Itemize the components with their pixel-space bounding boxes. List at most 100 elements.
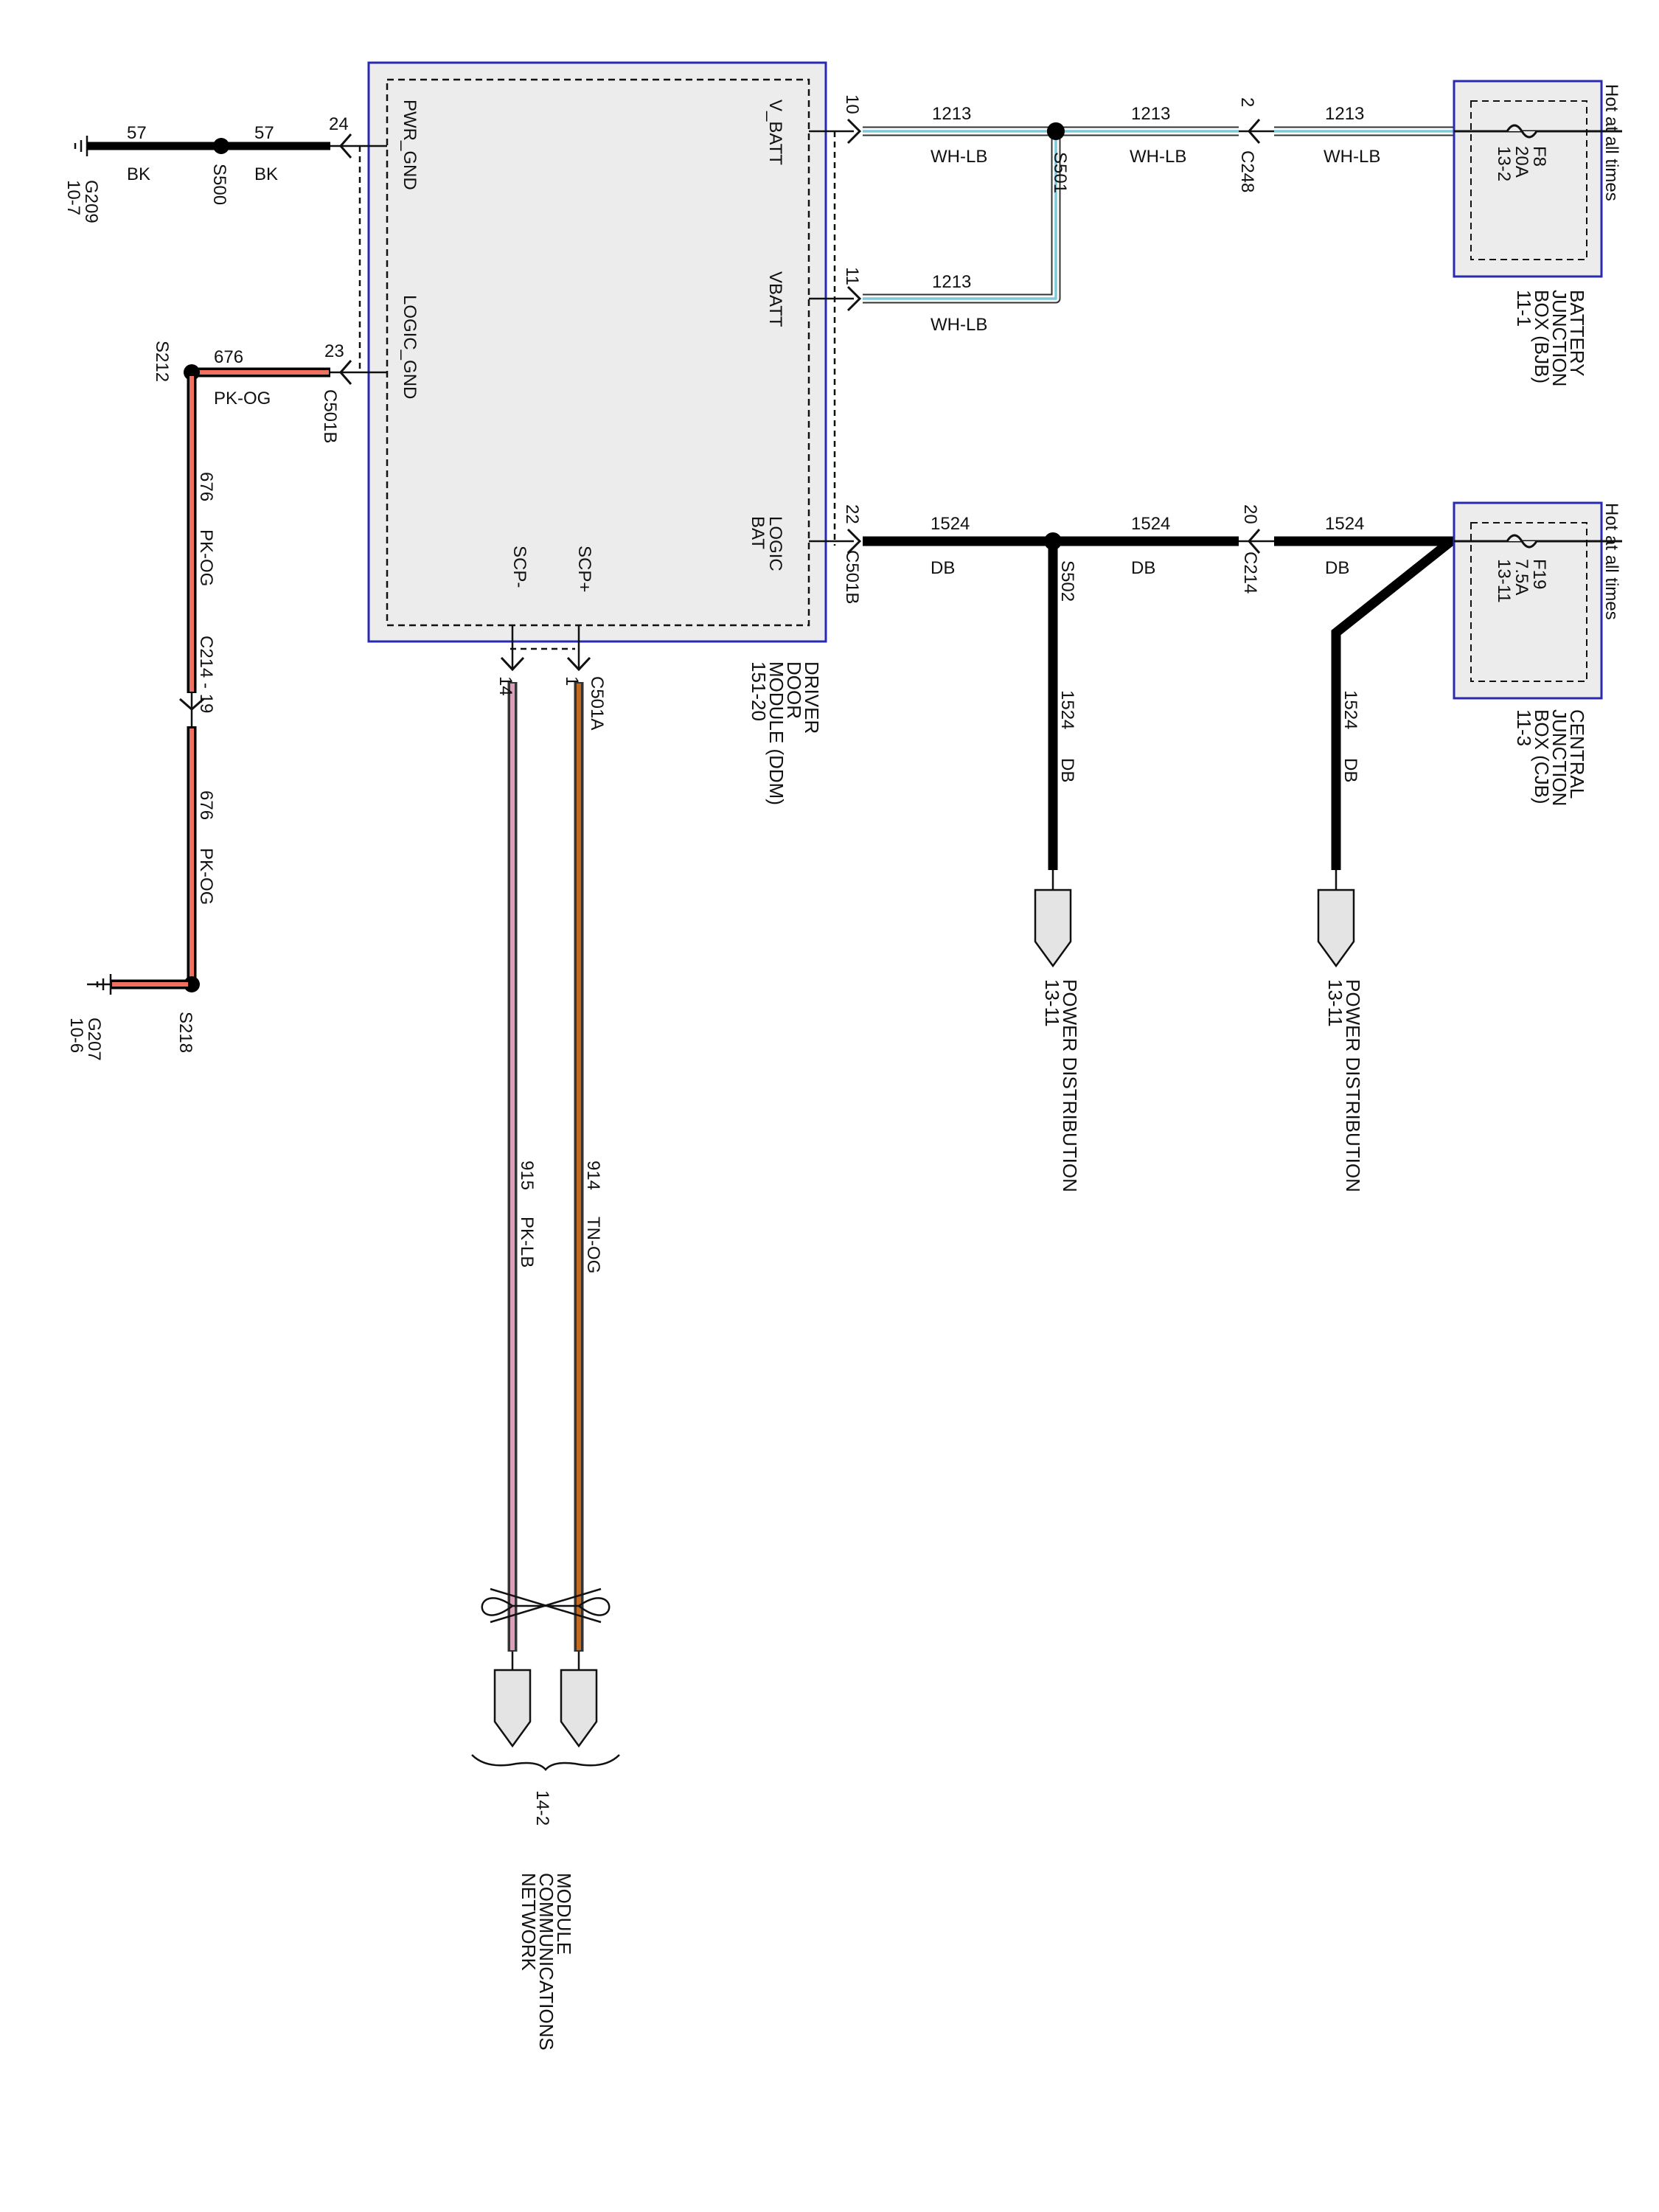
- cjb-inner-dashed: [1470, 522, 1587, 682]
- wire-57-color-b: BK: [254, 164, 278, 184]
- ground-g209-page: 10-7: [63, 180, 83, 215]
- wire-1524-branch1-circuit: 1524: [1057, 690, 1077, 729]
- fuse-f8-line-3: 13-2: [1494, 146, 1514, 181]
- wire-57-circuit-a: 57: [127, 123, 147, 143]
- ddm-pin-vbatt: VBATT: [765, 271, 785, 327]
- pin-22-label: 22: [842, 504, 862, 524]
- ddm-pin-logic-bat-1: LOGIC: [765, 516, 785, 571]
- wire-57-circuit-b: 57: [254, 123, 274, 143]
- connector-pin-11-arrow: [846, 285, 862, 312]
- network-name-line-1: MODULE: [553, 1873, 575, 1955]
- fuse-f19-line-1: F19: [1529, 559, 1549, 589]
- ground-symbol-g209: [74, 136, 88, 156]
- ddm-dashed-traces: [358, 131, 836, 650]
- bjb-box: [1453, 80, 1603, 278]
- wire-915-color: PK-LB: [517, 1217, 537, 1267]
- battery-junction-box: Hot at all times F8 20A 13-2 BATTERY JUN…: [1453, 80, 1622, 386]
- ground-symbol-g207: [87, 974, 112, 995]
- splice-s218-label: S218: [175, 1012, 195, 1053]
- wire-914-circuit: 914: [583, 1161, 603, 1190]
- fuse-f8-icon: [1506, 124, 1538, 139]
- wire-57-color-a: BK: [127, 164, 150, 184]
- power-distribution-right: POWER DISTRIBUTION 13-11: [1317, 870, 1364, 1192]
- wire-1213-a-color: WH-LB: [931, 147, 987, 167]
- wire-676-top-circuit: 676: [214, 347, 243, 367]
- terminal-power-dist-left-icon: [1034, 888, 1072, 968]
- ddm-pin-logic-bat-2: BAT: [748, 516, 768, 549]
- connector-pin-1-arrow: [566, 656, 591, 672]
- splice-s501-dot-top: [1047, 122, 1065, 140]
- ground-g207-id: G207: [84, 1018, 104, 1061]
- wire-915-circuit: 915: [517, 1161, 537, 1190]
- power-dist-right-line-2: 13-11: [1324, 979, 1346, 1027]
- ground-circuit-57: 57 BK 57 BK 24 S500 G209 10-7: [63, 114, 387, 223]
- connector-c214-20-pin: 20: [1240, 504, 1260, 524]
- bjb-inner-dashed: [1470, 100, 1587, 260]
- bjb-name-line-2: JUNCTION: [1548, 290, 1571, 386]
- splice-s500-label: S500: [209, 164, 229, 205]
- fuse-f19-line-2: 7.5A: [1512, 559, 1531, 595]
- connector-c501a-label: C501A: [587, 676, 607, 730]
- ddm-pin-pwr-gnd: PWR_GND: [400, 100, 420, 190]
- central-junction-box: Hot at all times F19 7.5A 13-11 CENTRAL …: [1453, 501, 1622, 806]
- ground-g207-page: 10-6: [66, 1018, 86, 1053]
- ddm-pin-scp-minus: SCP-: [509, 546, 529, 588]
- pin-10-label: 10: [842, 94, 862, 114]
- wire-914-color: TN-OG: [583, 1217, 603, 1273]
- wire-1524-c-color: DB: [1325, 558, 1349, 578]
- ddm-pin-scp-plus: SCP+: [574, 546, 594, 592]
- twisted-pair-icon: [481, 1587, 611, 1624]
- fuse-f19-icon: [1506, 534, 1538, 549]
- terminal-scp-minus-icon: [493, 1669, 532, 1748]
- wire-1524-branch2-color: DB: [1340, 758, 1360, 782]
- bjb-name-line-4: 11-1: [1513, 290, 1535, 327]
- bjb-name-line-3: BOX (BJB): [1531, 290, 1553, 383]
- wire-1213-branch: [863, 131, 1061, 304]
- wire-1524-a-circuit: 1524: [931, 514, 970, 534]
- ddm-inner-dashed: [386, 78, 810, 627]
- wire-1213-c-circuit: 1213: [1325, 104, 1364, 124]
- cjb-name-line-4: 11-3: [1513, 709, 1535, 746]
- power-dist-left-line-1: POWER DISTRIBUTION: [1059, 979, 1081, 1192]
- network-name-line-2: COMMUNICATIONS: [535, 1873, 557, 2051]
- ddm-name-line-1: DRIVER: [801, 661, 823, 734]
- connector-c501b-label-23: C501B: [320, 389, 340, 443]
- fuse-f8-line-1: F8: [1529, 146, 1549, 167]
- connector-pin-22-arrow: [846, 528, 862, 554]
- wire-1213-d-circuit: 1213: [932, 272, 971, 292]
- network-page-label: 14-2: [532, 1790, 552, 1826]
- wire-1213-a-circuit: 1213: [932, 104, 971, 124]
- wire-1213-c-color: WH-LB: [1324, 147, 1380, 167]
- wire-676-vert-a-color: PK-OG: [196, 529, 216, 586]
- connector-c501b-label-22: C501B: [842, 550, 862, 604]
- pin-11-label: 11: [842, 267, 862, 285]
- terminal-power-dist-right-icon: [1317, 888, 1355, 968]
- power-distribution-left: POWER DISTRIBUTION 13-11: [1034, 870, 1081, 1192]
- cjb-name-line-2: JUNCTION: [1548, 709, 1571, 806]
- wire-1213-b-circuit: 1213: [1131, 104, 1170, 124]
- power-dist-right-line-1: POWER DISTRIBUTION: [1342, 979, 1364, 1192]
- splice-s212-label: S212: [152, 341, 172, 382]
- wire-1524-branch-cjb: [1331, 537, 1455, 870]
- cjb-box: [1453, 501, 1603, 700]
- scp-network-wires: 14 1 C501A 915 PK-LB 914 TN-OG 14-2 MODU…: [471, 625, 620, 2051]
- wire-1524-a-color: DB: [931, 558, 955, 578]
- wire-1524-b-color: DB: [1131, 558, 1155, 578]
- connector-c214-20-label: C214: [1240, 552, 1260, 594]
- connector-c248-label: C248: [1237, 150, 1257, 192]
- wire-1213-d-color: WH-LB: [931, 315, 987, 335]
- terminal-scp-plus-icon: [560, 1669, 598, 1748]
- ddm-box: [367, 61, 827, 643]
- wire-676-top-color: PK-OG: [214, 389, 271, 408]
- wire-676-vert-b-color: PK-OG: [196, 848, 216, 905]
- ddm-name-line-4: 151-20: [748, 661, 770, 721]
- fuse-f8-line-2: 20A: [1512, 146, 1531, 178]
- pin-1-label: 1: [562, 676, 582, 686]
- driver-door-module: DRIVER DOOR MODULE (DDM) 151-20 PWR_GND …: [367, 61, 827, 805]
- ddm-name-line-3: MODULE (DDM): [765, 661, 787, 805]
- connector-pin-10-arrow: [846, 118, 862, 145]
- splice-s501-label: S501: [1050, 152, 1070, 193]
- wire-676-vert-a-circuit: 676: [196, 472, 216, 501]
- ddm-name-line-2: DOOR: [783, 661, 805, 719]
- splice-s502-label: S502: [1057, 560, 1077, 602]
